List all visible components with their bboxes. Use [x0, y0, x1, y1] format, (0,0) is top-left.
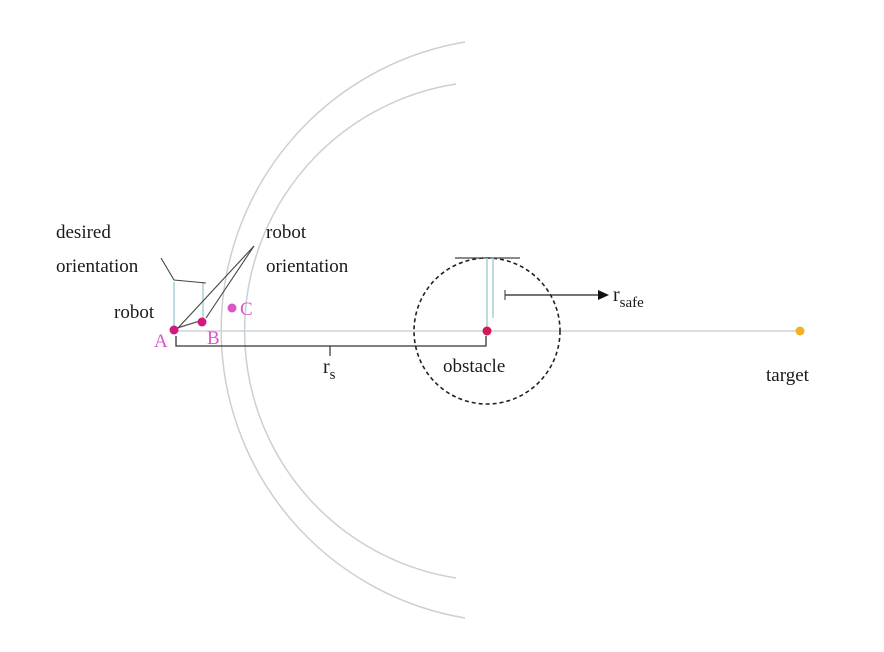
r-safe-subscript: safe: [620, 295, 644, 311]
point-b-label: B: [207, 328, 220, 349]
r-safe-base: r: [613, 284, 620, 306]
r-s-dimension: [175, 336, 487, 347]
r-s-base: r: [323, 356, 330, 378]
robot-label: robot: [114, 302, 155, 323]
point-c-label: C: [240, 299, 253, 320]
obstacle-label: obstacle: [443, 356, 505, 377]
r-s-subscript: s: [330, 367, 336, 383]
robot-orientation-leader-1: [177, 245, 255, 329]
target-label: target: [766, 365, 810, 386]
desired-orientation-label-line1: desired: [56, 222, 111, 243]
desired-orientation-leader: [160, 257, 207, 284]
point-a-label: A: [154, 331, 168, 352]
r-s-label: rs: [323, 356, 336, 383]
r-safe-arrowhead: [598, 290, 609, 300]
r-safe-label: rsafe: [613, 284, 644, 311]
robot-orientation-leader-2: [205, 245, 255, 319]
robot-orientation-label-line2: orientation: [266, 256, 349, 277]
outer-range-arc: [220, 41, 466, 619]
target-point: [795, 326, 805, 336]
desired-orientation-label-line2: orientation: [56, 256, 139, 277]
point-c: [227, 303, 237, 313]
obstacle-point: [482, 326, 492, 336]
point-b: [197, 317, 207, 327]
robot-orientation-label-line1: robot: [266, 222, 307, 243]
robot-point-a: [169, 325, 179, 335]
